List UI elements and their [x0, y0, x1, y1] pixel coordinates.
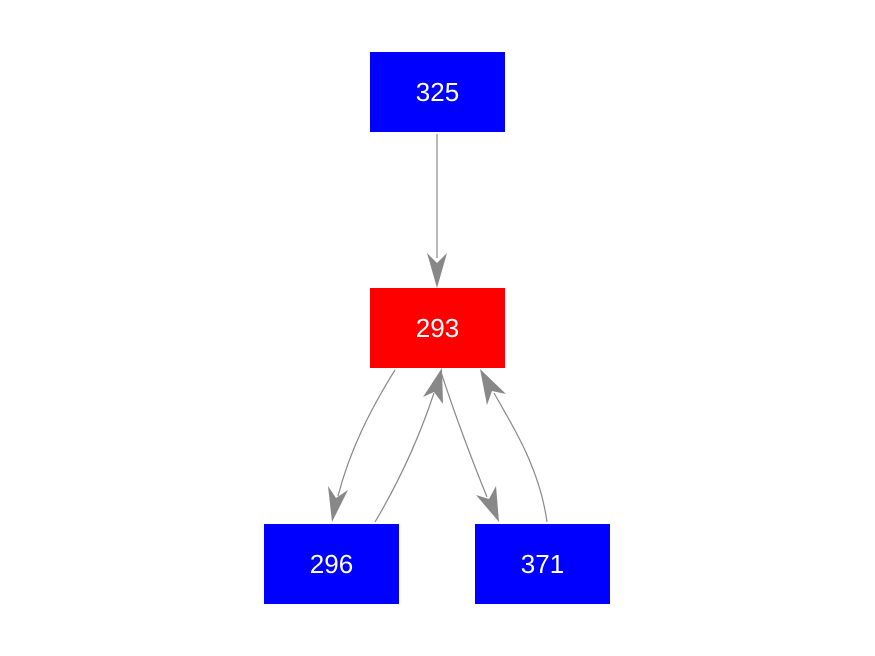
- node-371[interactable]: 371: [475, 524, 610, 604]
- node-293[interactable]: 293: [370, 288, 505, 368]
- node-296[interactable]: 296: [264, 524, 399, 604]
- arrowhead: [328, 486, 348, 522]
- edges: [328, 134, 548, 523]
- nodes: 325 293 296 371: [264, 52, 610, 604]
- arrowhead: [423, 368, 443, 404]
- node-325[interactable]: 325: [370, 52, 505, 132]
- arrowhead: [480, 369, 506, 405]
- node-296-box: [264, 524, 399, 604]
- arrowhead: [476, 486, 499, 522]
- edge-293-to-371: [440, 371, 499, 522]
- arrowhead: [427, 253, 447, 288]
- node-293-box: [370, 288, 505, 368]
- node-325-label: 325: [416, 77, 459, 107]
- edge-296-to-293: [374, 368, 443, 523]
- node-371-box: [475, 524, 610, 604]
- node-293-label: 293: [416, 313, 459, 343]
- edge-293-to-296: [328, 369, 396, 522]
- node-296-label: 296: [310, 549, 353, 579]
- edge-325-to-293: [427, 134, 447, 288]
- node-325-box: [370, 52, 505, 132]
- edge-371-to-293: [480, 369, 548, 523]
- node-371-label: 371: [521, 549, 564, 579]
